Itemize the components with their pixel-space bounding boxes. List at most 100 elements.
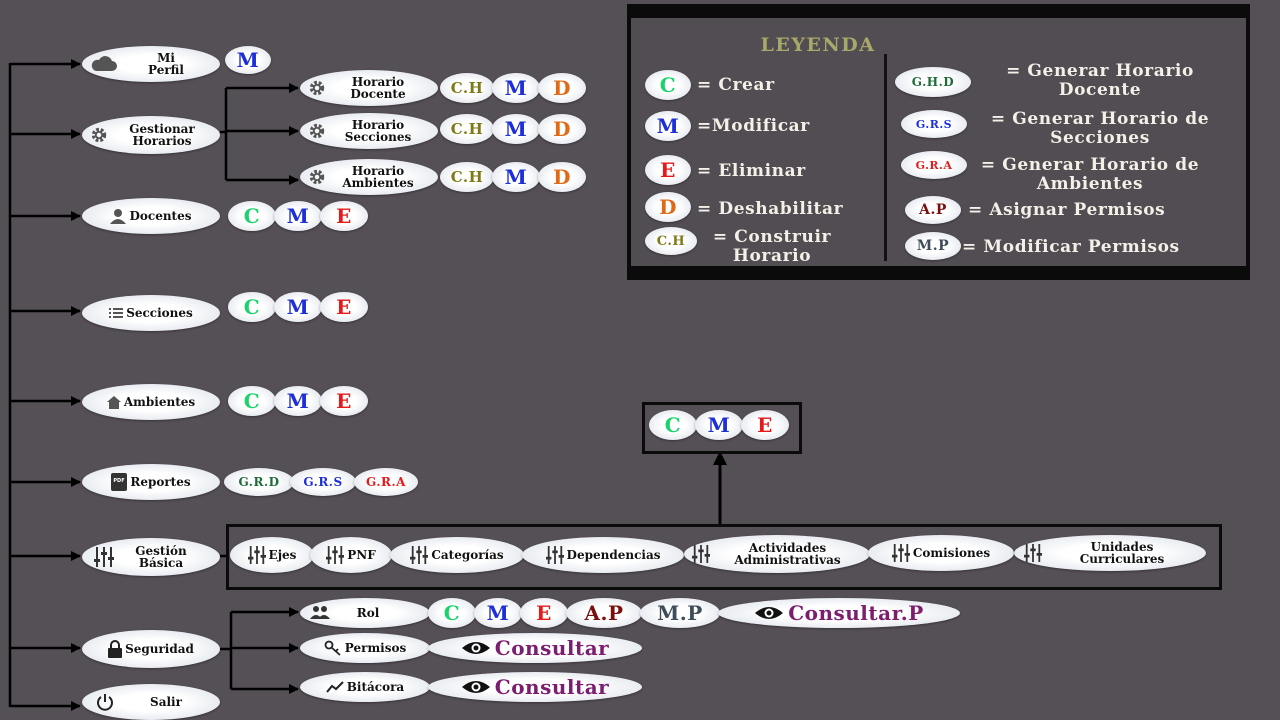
basica-unidades[interactable]: Unidades Curriculares (1014, 535, 1206, 571)
legend-construir-text: = Construir Horario (712, 227, 832, 266)
ambientes-badge-m[interactable]: M (274, 386, 322, 416)
menu-ambientes[interactable]: Ambientes (82, 384, 220, 420)
ha-badge-m[interactable]: M (492, 162, 540, 192)
basica-dependencias[interactable]: Dependencias (522, 537, 684, 573)
chart-line-icon (326, 680, 344, 694)
sliders-icon (247, 546, 266, 564)
pdf-icon: PDF (111, 473, 128, 491)
basica-categorias[interactable]: Categorías (390, 537, 524, 573)
eye-icon (461, 640, 491, 656)
rol-badge-ap[interactable]: A.P (566, 598, 642, 628)
seguridad-rol[interactable]: Rol (300, 598, 430, 628)
basica-comisiones[interactable]: Comisiones (868, 535, 1014, 571)
rol-badge-mp[interactable]: M.P (640, 598, 720, 628)
basica-unidades-label: Unidades Curriculares (1079, 540, 1165, 566)
menu-seguridad-label: Seguridad (125, 642, 194, 656)
docentes-badge-c[interactable]: C (228, 201, 276, 231)
basica-actividades-label: Actividades Administrativas (734, 541, 841, 567)
ambientes-badge-e[interactable]: E (320, 386, 368, 416)
legend-badge-ap: A.P (905, 196, 961, 224)
list-icon (109, 307, 124, 319)
gear-icon (308, 79, 326, 97)
secciones-badge-e[interactable]: E (320, 292, 368, 322)
basica-actividades[interactable]: Actividades Administrativas (684, 535, 870, 573)
basica-dependencias-label: Dependencias (566, 548, 661, 562)
sliders-icon (691, 545, 710, 563)
menu-gestionar-label: Gestionar Horarios (129, 122, 195, 148)
ha-badge-d[interactable]: D (538, 162, 586, 192)
sliders-icon (94, 547, 114, 567)
basica-badge-e[interactable]: E (741, 410, 789, 440)
legend-ap-text: = Asignar Permisos (968, 200, 1166, 220)
legend-eliminar-text: = Eliminar (697, 161, 806, 181)
legend-deshabilitar-text: = Deshabilitar (697, 199, 844, 219)
docentes-badge-m[interactable]: M (274, 201, 322, 231)
hs-badge-m[interactable]: M (492, 114, 540, 144)
perfil-badge-m[interactable]: M (225, 46, 271, 74)
hd-badge-m[interactable]: M (492, 73, 540, 103)
menu-reportes[interactable]: PDF Reportes (82, 464, 220, 500)
rol-badge-c[interactable]: C (428, 598, 476, 628)
rol-badge-m[interactable]: M (474, 598, 522, 628)
bitacora-consultar[interactable]: Consultar (428, 672, 642, 702)
menu-secciones[interactable]: Secciones (82, 295, 220, 331)
menu-secciones-label: Secciones (126, 306, 193, 320)
gear-icon (308, 122, 326, 140)
hs-badge-d[interactable]: D (538, 114, 586, 144)
seguridad-rol-label: Rol (356, 606, 380, 620)
menu-mi-perfil[interactable]: Mi Perfil (82, 46, 220, 82)
menu-horario-secciones[interactable]: Horario Secciones (300, 113, 438, 149)
legend-badge-gra: G.R.A (901, 151, 967, 179)
rol-consultar-p[interactable]: Consultar.P (718, 598, 960, 628)
basica-badge-c[interactable]: C (649, 410, 697, 440)
reportes-badge-gra[interactable]: G.R.A (354, 468, 418, 496)
seguridad-permisos[interactable]: Permisos (300, 633, 430, 663)
sliders-icon (545, 546, 564, 564)
docentes-badge-e[interactable]: E (320, 201, 368, 231)
sliders-icon (410, 546, 429, 564)
rol-badge-e[interactable]: E (520, 598, 568, 628)
basica-badge-m[interactable]: M (695, 410, 743, 440)
menu-ambientes-label: Ambientes (123, 395, 196, 409)
legend-gra-text: = Generar Horario de Ambientes (980, 155, 1200, 194)
permisos-consultar[interactable]: Consultar (428, 633, 642, 663)
eye-icon (461, 679, 491, 695)
menu-salir-label: Salir (150, 695, 182, 709)
menu-gestion-basica[interactable]: Gestión Básica (82, 538, 220, 576)
basica-pnf-label: PNF (347, 548, 376, 562)
seguridad-bitacora[interactable]: Bitácora (300, 672, 430, 702)
menu-horario-docente[interactable]: Horario Docente (300, 70, 438, 106)
legend-mp-text: = Modificar Permisos (962, 237, 1180, 257)
legend-panel: LEYENDA (627, 4, 1250, 280)
hd-badge-d[interactable]: D (538, 73, 586, 103)
legend-badge-modificar: M (645, 111, 691, 141)
rol-consultar-p-label: Consultar.P (788, 601, 924, 625)
basica-ejes[interactable]: Ejes (230, 537, 314, 573)
hs-badge-ch[interactable]: C.H (440, 114, 494, 144)
legend-ghd-text: = Generar Horario Docente (1006, 61, 1194, 100)
basica-actions-frame (642, 402, 802, 454)
secciones-badge-c[interactable]: C (228, 292, 276, 322)
users-icon (310, 605, 330, 619)
ha-badge-ch[interactable]: C.H (440, 162, 494, 192)
menu-mi-perfil-label: Mi Perfil (148, 51, 184, 77)
lock-icon (108, 640, 123, 658)
hd-badge-ch[interactable]: C.H (440, 73, 494, 103)
reportes-badge-grs[interactable]: G.R.S (290, 468, 356, 496)
reportes-badge-grd[interactable]: G.R.D (224, 468, 294, 496)
power-icon (96, 693, 114, 711)
secciones-badge-m[interactable]: M (274, 292, 322, 322)
menu-gestionar-horarios[interactable]: Gestionar Horarios (82, 116, 220, 154)
menu-docentes[interactable]: Docentes (82, 198, 220, 234)
menu-salir[interactable]: Salir (82, 684, 220, 720)
gestion-basica-frame (226, 524, 1222, 590)
ambientes-badge-c[interactable]: C (228, 386, 276, 416)
person-icon (110, 208, 127, 224)
key-icon (324, 640, 342, 656)
legend-badge-ghd: G.H.D (895, 67, 971, 97)
svg-text:PDF: PDF (114, 478, 125, 484)
basica-pnf[interactable]: PNF (310, 537, 392, 573)
menu-horario-ambientes[interactable]: Horario Ambientes (300, 159, 438, 195)
menu-seguridad[interactable]: Seguridad (82, 630, 220, 668)
